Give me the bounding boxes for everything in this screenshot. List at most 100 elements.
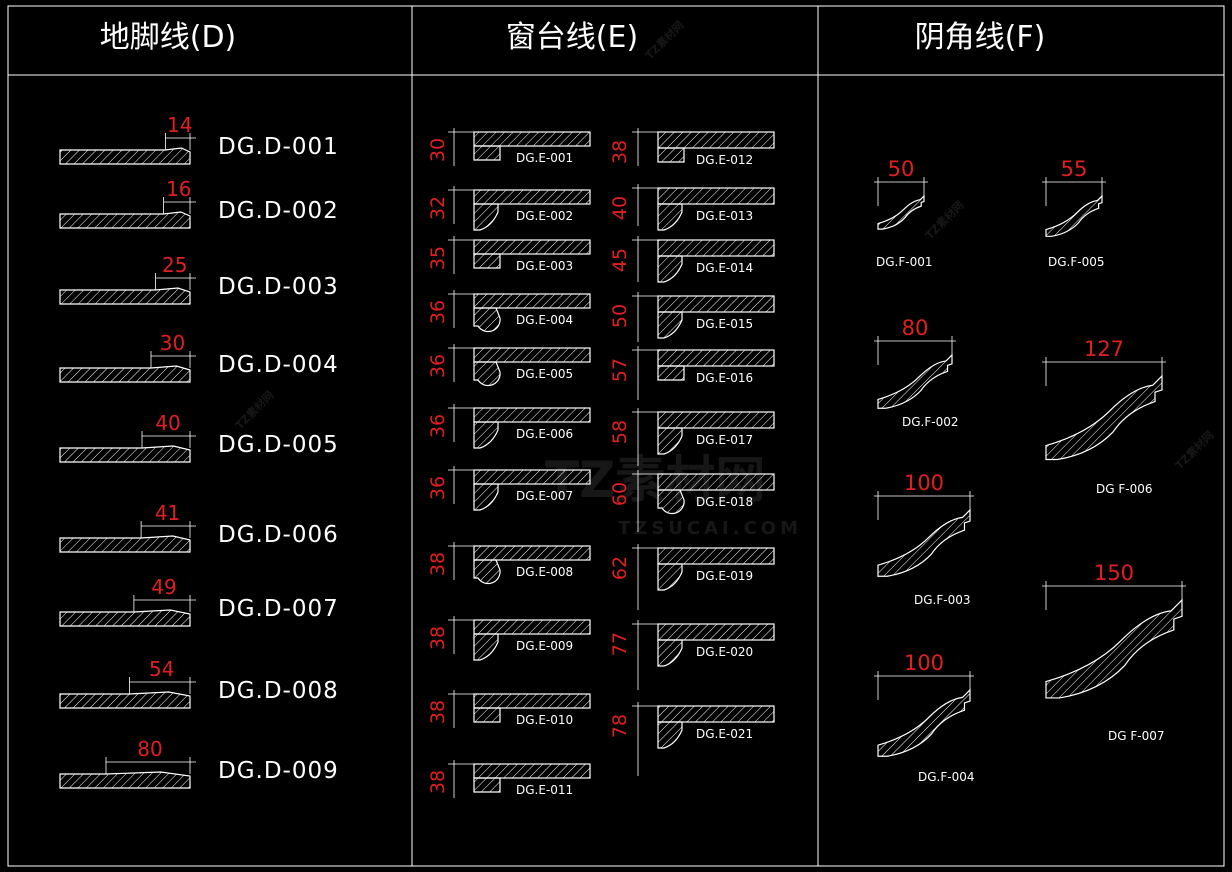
profile-shape — [59, 535, 191, 553]
dimension-value: 30 — [160, 331, 185, 355]
profile-code: DG.E-002 — [516, 209, 573, 223]
profile-code: DG.E-010 — [516, 713, 573, 727]
profile-code: DG F-006 — [1096, 482, 1153, 496]
dimension-value: 55 — [1061, 157, 1088, 181]
profile-code: DG.E-021 — [696, 727, 753, 741]
profile-code: DG.E-004 — [516, 313, 573, 327]
profile-shape — [1045, 374, 1163, 461]
profile-code: DG.E-008 — [516, 565, 573, 579]
profile-top-board — [473, 293, 591, 309]
profile-code: DG.D-002 — [218, 198, 339, 224]
dimension-value: 35 — [427, 246, 449, 270]
dimension-value: 36 — [427, 476, 449, 500]
profile-shape — [1045, 194, 1103, 237]
dimension-value: 40 — [155, 411, 180, 435]
dimension-value: 40 — [609, 196, 631, 220]
profile-top-board — [657, 705, 775, 723]
dimension-value: 78 — [609, 714, 631, 738]
profile-code: DG.D-009 — [218, 758, 339, 784]
profile-code: DG.E-001 — [516, 151, 573, 165]
dimension-value: 36 — [427, 354, 449, 378]
dimension-value: 60 — [609, 482, 631, 506]
profile-shape — [877, 194, 925, 230]
dimension-value: 14 — [167, 113, 192, 137]
profile-lip — [657, 427, 683, 455]
profile-lip — [657, 721, 683, 749]
profile-code: DG.F-003 — [914, 593, 971, 607]
dimension-value: 77 — [609, 632, 631, 656]
profile-code: DG.E-020 — [696, 645, 753, 659]
profile-lip — [657, 563, 683, 591]
dimension-value: 49 — [151, 575, 176, 599]
profile-top-board — [657, 547, 775, 565]
watermark-small-2: TZ素材网 — [232, 388, 276, 432]
profile-code: DG.E-017 — [696, 433, 753, 447]
profile-code: DG.D-005 — [218, 432, 339, 458]
watermark-small-1: TZ素材网 — [642, 18, 686, 62]
dimension-value: 38 — [609, 140, 631, 164]
profile-lip — [657, 203, 683, 231]
dimension-value: 36 — [427, 300, 449, 324]
profile-top-board — [657, 131, 775, 149]
profile-code: DG.E-018 — [696, 495, 753, 509]
watermark-small-4: TZ素材网 — [1172, 428, 1216, 472]
profile-code: DG.E-003 — [516, 259, 573, 273]
profile-code: DG.E-011 — [516, 783, 573, 797]
profile-code: DG.E-005 — [516, 367, 573, 381]
profile-code: DG.E-007 — [516, 489, 573, 503]
profile-top-board — [473, 407, 591, 423]
dimension-value: 25 — [162, 253, 187, 277]
profile-top-board — [473, 693, 591, 709]
profile-shape — [1045, 598, 1183, 699]
profile-code: DG.E-014 — [696, 261, 753, 275]
profile-code: DG.E-015 — [696, 317, 753, 331]
header-d: 地脚线(D) — [100, 20, 237, 55]
profile-lip — [473, 203, 499, 231]
profile-shape — [877, 508, 971, 577]
dimension-value: 50 — [888, 157, 915, 181]
profile-top-board — [473, 239, 591, 255]
profile-shape — [59, 771, 191, 789]
profile-top-board — [473, 131, 591, 147]
watermark-url: TZSUCAI.COM — [618, 518, 802, 539]
dimension-value: 80 — [137, 737, 162, 761]
profile-shape — [59, 609, 191, 627]
profile-top-board — [473, 619, 591, 635]
profile-lip — [473, 633, 499, 661]
dimension-value: 30 — [427, 138, 449, 162]
dimension-value: 100 — [904, 651, 944, 675]
profile-shape — [59, 147, 191, 165]
profile-top-board — [657, 187, 775, 205]
profile-code: DG.D-001 — [218, 134, 339, 160]
profile-lip — [657, 639, 683, 667]
profile-shape — [59, 445, 191, 463]
profile-code: DG.D-003 — [218, 274, 339, 300]
profile-lip — [657, 365, 685, 381]
profile-shape — [59, 365, 191, 383]
header-e: 窗台线(E) — [506, 20, 638, 55]
profile-code: DG.E-019 — [696, 569, 753, 583]
